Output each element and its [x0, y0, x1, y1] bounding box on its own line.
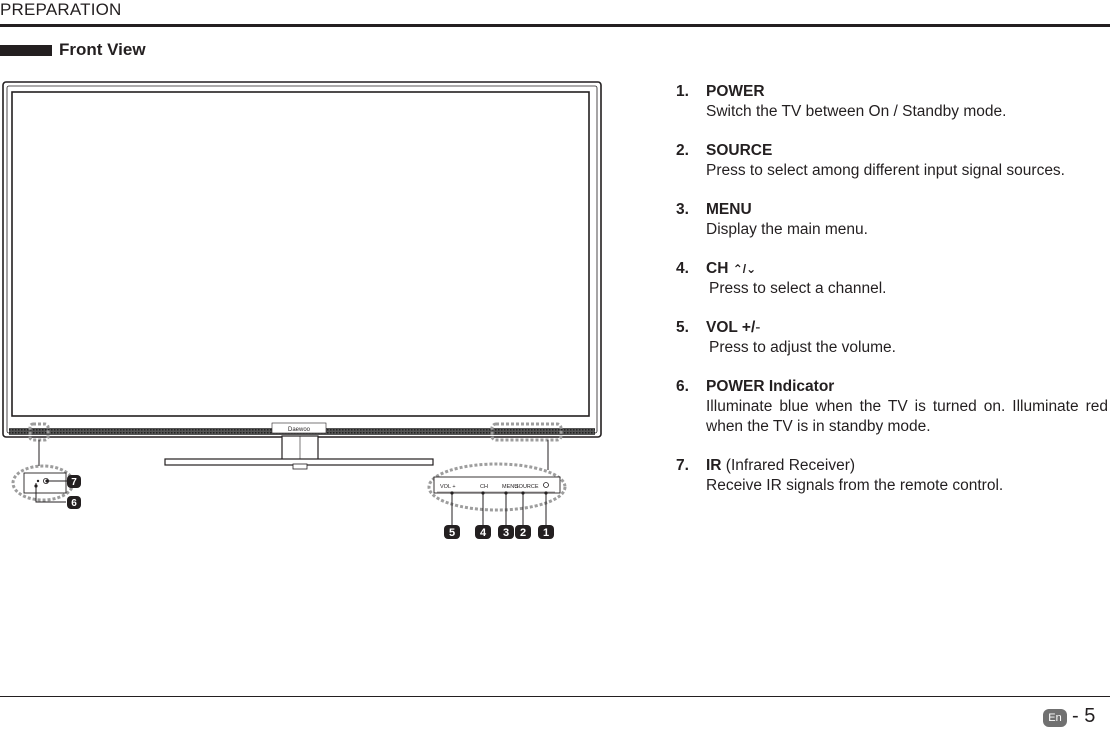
item-name: IR	[706, 457, 722, 474]
callout-2: 2	[515, 525, 531, 539]
item-name-row: IR (Infrared Receiver)	[706, 456, 1108, 476]
item-name-row: CH ⌃/⌄	[706, 259, 1108, 279]
section-title: Front View	[59, 40, 146, 59]
list-item-ir: 7. IR (Infrared Receiver) Receive IR sig…	[676, 456, 1108, 496]
callout-5: 5	[444, 525, 460, 539]
svg-text:5: 5	[449, 527, 455, 539]
panel-label-source: SOURCE	[515, 484, 539, 490]
item-name: VOL +/	[706, 319, 756, 336]
list-item-channel: 4. CH ⌃/⌄ Press to select a channel.	[676, 259, 1108, 299]
item-name-row: VOL +/-	[706, 318, 1108, 338]
control-description-list: 1. POWER Switch the TV between On / Stan…	[676, 82, 1108, 515]
panel-label-menu: MENU	[502, 484, 518, 490]
svg-text:6: 6	[71, 498, 77, 509]
list-item-power-indicator: 6. POWER Indicator Illuminate blue when …	[676, 377, 1108, 437]
panel-label-vol: VOL +	[440, 484, 456, 490]
panel-label-ch: CH	[480, 484, 488, 490]
channel-up-down-icon: ⌃/⌄	[732, 262, 757, 276]
item-name: POWER	[706, 83, 765, 100]
item-number: 2.	[676, 142, 689, 159]
item-number: 6.	[676, 378, 689, 395]
item-name-suffix: (Infrared Receiver)	[721, 457, 856, 474]
language-badge: En	[1043, 709, 1067, 727]
item-name: SOURCE	[706, 142, 773, 159]
svg-text:1: 1	[543, 527, 549, 539]
list-item-power: 1. POWER Switch the TV between On / Stan…	[676, 82, 1108, 122]
brand-logo: Daewoo	[288, 427, 311, 433]
item-number: 1.	[676, 83, 689, 100]
page-header: PREPARATION	[0, 0, 1110, 27]
item-description: Press to select among different input si…	[706, 162, 1065, 179]
item-description: Switch the TV between On / Standby mode.	[706, 103, 1007, 120]
callout-1: 1	[538, 525, 554, 539]
button-panel-location-marker	[490, 422, 563, 442]
tv-screen	[11, 91, 590, 417]
svg-text:4: 4	[480, 527, 487, 539]
callout-4: 4	[475, 525, 491, 539]
item-name: CH	[706, 260, 729, 277]
item-name: MENU	[706, 201, 752, 218]
svg-text:3: 3	[503, 527, 509, 539]
callout-6: 6	[67, 496, 81, 509]
list-item-menu: 3. MENU Display the main menu.	[676, 200, 1108, 240]
item-number: 7.	[676, 457, 689, 474]
brand-plate	[271, 422, 327, 434]
item-number: 4.	[676, 260, 689, 277]
item-number: 3.	[676, 201, 689, 218]
section-heading-bar	[0, 45, 52, 56]
callout-7: 7	[67, 475, 81, 488]
page-footer: En - 5	[0, 696, 1110, 732]
list-item-volume: 5. VOL +/- Press to adjust the volume.	[676, 318, 1108, 358]
svg-text:2: 2	[520, 527, 526, 539]
list-item-source: 2. SOURCE Press to select among differen…	[676, 141, 1108, 181]
tv-front-view-illustration: Daewoo VOL + CH MENU SOURCE 7 6 5	[2, 81, 602, 539]
item-description: Receive IR signals from the remote contr…	[706, 477, 1004, 494]
item-description: Press to adjust the volume.	[709, 339, 896, 356]
item-description: Display the main menu.	[706, 221, 868, 238]
item-number: 5.	[676, 319, 689, 336]
page-number: - 5	[1072, 705, 1096, 727]
item-description: Press to select a channel.	[709, 280, 887, 297]
callout-3: 3	[498, 525, 514, 539]
svg-text:7: 7	[71, 477, 77, 488]
page-title: PREPARATION	[0, 0, 122, 19]
item-name-suffix: -	[755, 319, 761, 336]
item-name: POWER Indicator	[706, 378, 835, 395]
item-description: Illuminate blue when the TV is turned on…	[706, 398, 1108, 435]
